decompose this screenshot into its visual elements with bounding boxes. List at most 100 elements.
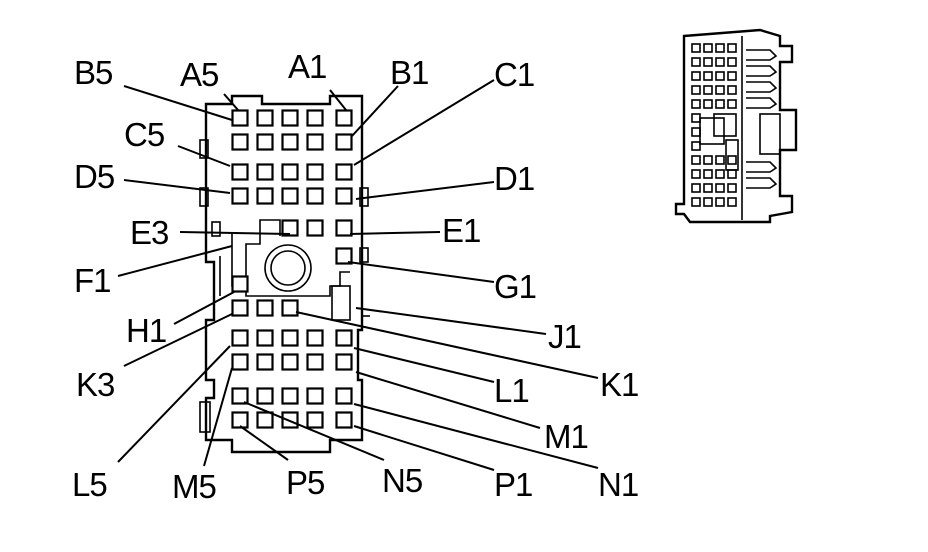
pin-cavity — [281, 329, 299, 347]
pin-cavity — [231, 163, 249, 181]
pin-cavity — [335, 329, 353, 347]
side-view-cell — [691, 141, 701, 151]
pin-cavity — [335, 353, 353, 371]
side-view-cell — [727, 57, 737, 67]
pin-cavity — [231, 353, 249, 371]
pin-cavity — [281, 109, 299, 127]
pin-grid — [231, 109, 353, 429]
connector-face — [199, 94, 370, 454]
label-C5: C5 — [124, 116, 164, 153]
label-P5: P5 — [286, 464, 324, 501]
pin-cavity — [306, 219, 324, 237]
pin-cavity — [256, 329, 274, 347]
side-view-cell — [727, 43, 737, 53]
side-view-cell — [727, 183, 737, 193]
side-view-cell — [715, 85, 725, 95]
pin-cavity — [256, 187, 274, 205]
pin-cavity — [231, 187, 249, 205]
side-view-cell — [703, 43, 713, 53]
side-view-latch — [746, 161, 778, 173]
side-view-cell — [715, 57, 725, 67]
pin-cavity — [306, 387, 324, 405]
pin-cavity — [306, 163, 324, 181]
pin-cavity — [281, 219, 299, 237]
side-view-cell — [715, 183, 725, 193]
side-view-cell — [727, 85, 737, 95]
side-view-latch — [746, 177, 778, 189]
side-view-cell — [703, 71, 713, 81]
side-view-latch — [746, 65, 778, 77]
pin-cavity — [231, 329, 249, 347]
pin-cavity — [335, 163, 353, 181]
side-view-cell — [715, 99, 725, 109]
side-view-cell — [715, 155, 725, 165]
pin-cavity — [335, 247, 353, 265]
label-E3: E3 — [130, 214, 168, 251]
side-view-cell — [703, 197, 713, 207]
label-F1: F1 — [74, 262, 111, 299]
pin-cavity — [335, 387, 353, 405]
pin-cavity — [256, 353, 274, 371]
pin-cavity — [335, 411, 353, 429]
label-C1: C1 — [494, 56, 534, 93]
pin-cavity — [281, 387, 299, 405]
pin-cavity — [256, 299, 274, 317]
pin-cavity — [306, 353, 324, 371]
label-E1: E1 — [442, 212, 480, 249]
label-P1: P1 — [494, 466, 532, 503]
side-view-cell — [727, 169, 737, 179]
side-view-cell — [691, 169, 701, 179]
side-view-cell — [703, 99, 713, 109]
pin-cavity — [256, 387, 274, 405]
side-view-cell — [691, 183, 701, 193]
side-view-latch — [746, 81, 778, 93]
pin-cavity — [335, 187, 353, 205]
label-A1: A1 — [288, 48, 326, 85]
label-H1: H1 — [126, 312, 166, 349]
side-view-cells — [691, 43, 737, 207]
label-K3: K3 — [76, 366, 114, 403]
pin-cavity — [281, 299, 299, 317]
side-view-cell — [691, 127, 701, 137]
side-view-cell — [727, 155, 737, 165]
side-view-cell — [703, 85, 713, 95]
connector-side-view — [674, 28, 798, 224]
pin-cavity — [281, 353, 299, 371]
label-D5: D5 — [74, 158, 114, 195]
label-K1: K1 — [600, 366, 638, 403]
side-view-cell — [715, 169, 725, 179]
label-B1: B1 — [390, 54, 428, 91]
side-view-latch — [746, 49, 778, 61]
label-M5: M5 — [172, 468, 216, 505]
side-view-cell — [727, 71, 737, 81]
pin-cavity — [231, 275, 249, 293]
label-J1: J1 — [548, 318, 581, 355]
pin-cavity — [231, 299, 249, 317]
side-view-cell — [715, 43, 725, 53]
pin-cavity — [335, 219, 353, 237]
pin-cavity — [306, 133, 324, 151]
pin-cavity — [335, 133, 353, 151]
side-view-cell — [703, 57, 713, 67]
side-view-cell — [703, 183, 713, 193]
pin-cavity — [281, 133, 299, 151]
pin-cavity — [256, 133, 274, 151]
pin-cavity — [335, 109, 353, 127]
side-view-cell — [691, 99, 701, 109]
side-view-cell — [691, 197, 701, 207]
side-view-cell — [691, 71, 701, 81]
pin-cavity — [231, 109, 249, 127]
pin-cavity — [256, 109, 274, 127]
pin-labels: B5 A5 A1 B1 C1 C5 D5 D1 E3 E1 F1 G1 H1 J… — [72, 48, 639, 505]
leader-lines — [117, 79, 599, 471]
pin-cavity — [306, 187, 324, 205]
pin-cavity — [281, 163, 299, 181]
label-L1: L1 — [494, 372, 529, 409]
label-G1: G1 — [494, 268, 536, 305]
side-view-cell — [691, 85, 701, 95]
pin-cavity — [231, 387, 249, 405]
pin-cavity — [256, 411, 274, 429]
pin-cavity — [231, 411, 249, 429]
pin-cavity — [231, 133, 249, 151]
side-view-cell — [715, 71, 725, 81]
